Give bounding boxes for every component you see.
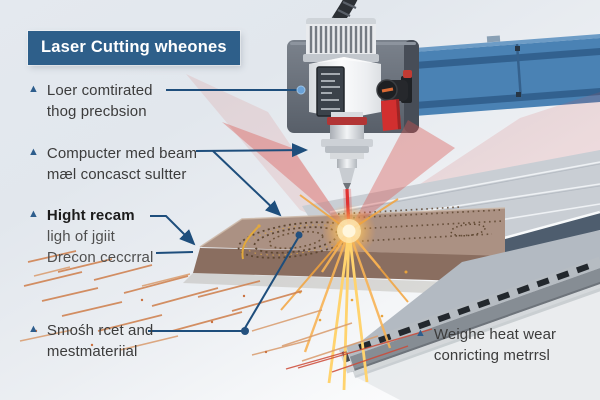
- gantry-top-bevel: [388, 34, 600, 54]
- nozzle-tip: [343, 183, 351, 191]
- feature-line: Drecon ceccrral: [46, 249, 154, 266]
- scratches-orange-a: [23, 250, 303, 332]
- nozzle-neck: [331, 112, 363, 120]
- engraving-pattern-rosette: [450, 223, 486, 237]
- halo-beam-left: [186, 74, 349, 231]
- feature-line: Smośh rcet and: [46, 322, 154, 339]
- scratches-orange-b: [19, 266, 379, 362]
- control-label-panel: [316, 66, 345, 117]
- conveyor-rail: [338, 256, 600, 379]
- head-body-top-highlight: [309, 57, 381, 64]
- bullet-triangle-icon: ▲: [28, 208, 39, 220]
- bullet-triangle-icon: ▲: [28, 323, 39, 335]
- nozzle-flange-upper: [321, 139, 373, 147]
- beam-right: [349, 120, 455, 231]
- bullet-triangle-icon: ▲: [28, 146, 39, 158]
- feature-line: ligh of jgiit: [46, 228, 115, 245]
- feature-line: mestmateriial: [46, 343, 138, 360]
- nozzle-barrel: [337, 159, 357, 168]
- feature-laser-head-text: Loer comtirated thog precbsion: [47, 80, 153, 122]
- connector-head-dot: [296, 85, 306, 95]
- spark-rays-mid: [303, 230, 392, 353]
- red-lever-shade: [396, 99, 401, 130]
- gantry-bolt-top: [515, 46, 520, 51]
- heatsink-fins: [309, 26, 373, 53]
- nozzle-spacer: [330, 153, 364, 159]
- gantry-beam: [388, 34, 600, 118]
- gantry-groove-bottom: [388, 88, 600, 111]
- nozzle-flange-lower: [325, 146, 369, 153]
- gantry-groove-top: [388, 48, 600, 71]
- machine-base: [338, 230, 600, 400]
- feature-heat-wear: ▲ Weighe heat wear conricting metrrsl: [415, 324, 556, 366]
- lower-platform: [350, 230, 600, 350]
- feature-beam-focus-text: Hight recam ligh of jgiit Drecon ceccrra…: [47, 205, 154, 268]
- bullet-triangle-icon: ▲: [28, 83, 39, 95]
- feature-line: conricting metrrsl: [433, 347, 550, 364]
- connector-material-surface-dot: [295, 231, 303, 239]
- red-lever: [381, 99, 401, 131]
- feature-line: Hight recam: [46, 207, 135, 224]
- label-text-lines: [321, 73, 340, 110]
- gantry-bolt-bottom: [516, 92, 521, 97]
- page-title: Laser Cutting wheones: [28, 31, 240, 65]
- bullet-triangle-icon: ▲: [415, 327, 426, 339]
- nozzle-taper: [339, 168, 355, 183]
- nozzle-collar: [330, 125, 364, 139]
- knob-slot: [381, 87, 394, 93]
- connector-nozzle-arrow: [195, 143, 308, 158]
- spark-rays-outer: [280, 194, 409, 311]
- feature-line: Weighe heat wear: [433, 326, 557, 343]
- connector-surface-arrow: [212, 150, 282, 217]
- scratch-dots: [34, 294, 268, 354]
- feature-beam-focus: ▲ Hight recam ligh of jgiit Drecon ceccr…: [28, 205, 153, 268]
- spark-core: [342, 224, 356, 238]
- beam-left: [222, 122, 349, 231]
- spark-burst: [280, 194, 409, 391]
- feature-material: ▲ Smośh rcet and mestmateriial: [28, 320, 153, 362]
- feature-material-text: Smośh rcet and mestmateriial: [47, 320, 153, 362]
- scratches-red: [285, 328, 433, 373]
- nozzle-red-ring: [327, 117, 367, 125]
- debris-scratches: [19, 250, 433, 373]
- feature-beam-control: ▲ Compucter med beam mæl concasct sultte…: [28, 143, 197, 185]
- bracket-red-cap: [403, 70, 412, 78]
- laser-head: [287, 0, 419, 133]
- laser-nozzle: [321, 112, 373, 191]
- connector-material-dot: [241, 327, 249, 335]
- connector-material-riser: [244, 237, 299, 329]
- feature-heat-wear-text: Weighe heat wear conricting metrrsl: [434, 324, 556, 366]
- feature-laser-head: ▲ Loer comtirated thog precbsion: [28, 80, 153, 122]
- rail-shadow: [352, 280, 600, 379]
- feature-line: thog precbsion: [46, 103, 147, 120]
- cut-wire-curl: [241, 226, 259, 260]
- rail-front-face: [346, 267, 600, 373]
- connector-focus-lower: [155, 251, 194, 254]
- callout-connectors: [148, 85, 308, 335]
- feature-line: mæl concasct sultter: [46, 166, 187, 183]
- rail-bottom-edge: [350, 279, 600, 373]
- material-edge-highlight: [199, 207, 506, 248]
- feature-line: Loer comtirated: [46, 82, 153, 99]
- feature-beam-control-text: Compucter med beam mæl concasct sultter: [47, 143, 197, 185]
- rail-slots: [358, 263, 590, 351]
- gantry-clamp: [486, 35, 501, 43]
- front-apron: [354, 288, 600, 400]
- connector-focus-arrow: [150, 215, 196, 246]
- cut-wire-tip: [257, 224, 261, 228]
- gantry-divider: [515, 43, 523, 101]
- feature-line: Compucter med beam: [46, 145, 198, 162]
